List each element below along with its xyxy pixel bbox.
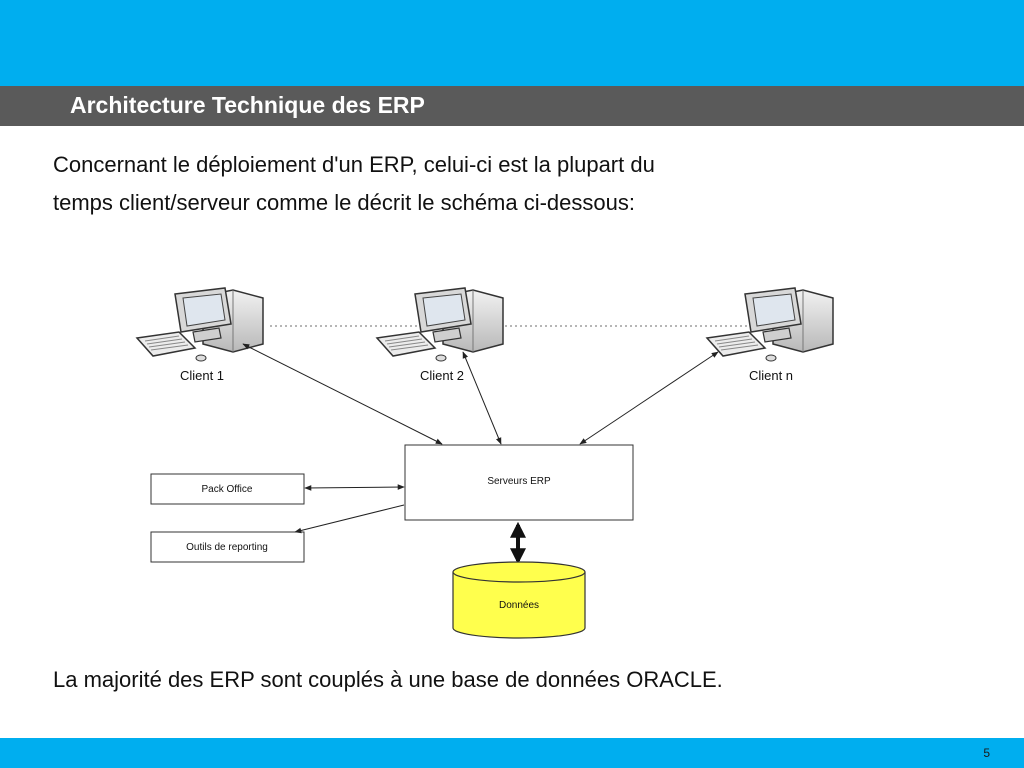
database-label: Données	[499, 600, 539, 611]
reporting-label: Outils de reporting	[186, 542, 268, 553]
client-1-label: Client 1	[180, 368, 224, 383]
client-n-label: Client n	[749, 368, 793, 383]
arrow-server-reporting	[294, 504, 405, 534]
bottom-accent-band: 5	[0, 738, 1024, 768]
title-bar: Architecture Technique des ERP	[0, 86, 1024, 126]
client-n-computer-icon	[706, 287, 834, 362]
slide-title: Architecture Technique des ERP	[70, 92, 425, 118]
intro-line-1: Concernant le déploiement d'un ERP, celu…	[53, 152, 655, 177]
reporting-box	[150, 531, 305, 563]
client-1-computer-icon	[136, 287, 264, 362]
top-accent-band	[0, 0, 1024, 86]
arrow-client1-server	[242, 343, 443, 445]
server-label: Serveurs ERP	[487, 476, 551, 487]
pack-office-box	[150, 473, 305, 505]
page-number: 5	[983, 746, 990, 760]
database-cylinder	[452, 561, 586, 639]
client-2-computer-icon	[376, 287, 504, 362]
client-2-label: Client 2	[420, 368, 464, 383]
arrow-client2-server	[462, 351, 502, 445]
footer-note: La majorité des ERP sont couplés à une b…	[53, 667, 723, 692]
intro-line-2: temps client/serveur comme le décrit le …	[53, 190, 635, 215]
intro-paragraph: Concernant le déploiement d'un ERP, celu…	[53, 146, 853, 222]
arrow-clientn-server	[579, 351, 719, 445]
arrow-packoffice-server	[304, 484, 405, 491]
server-box	[404, 444, 634, 521]
pack-office-label: Pack Office	[202, 484, 253, 495]
